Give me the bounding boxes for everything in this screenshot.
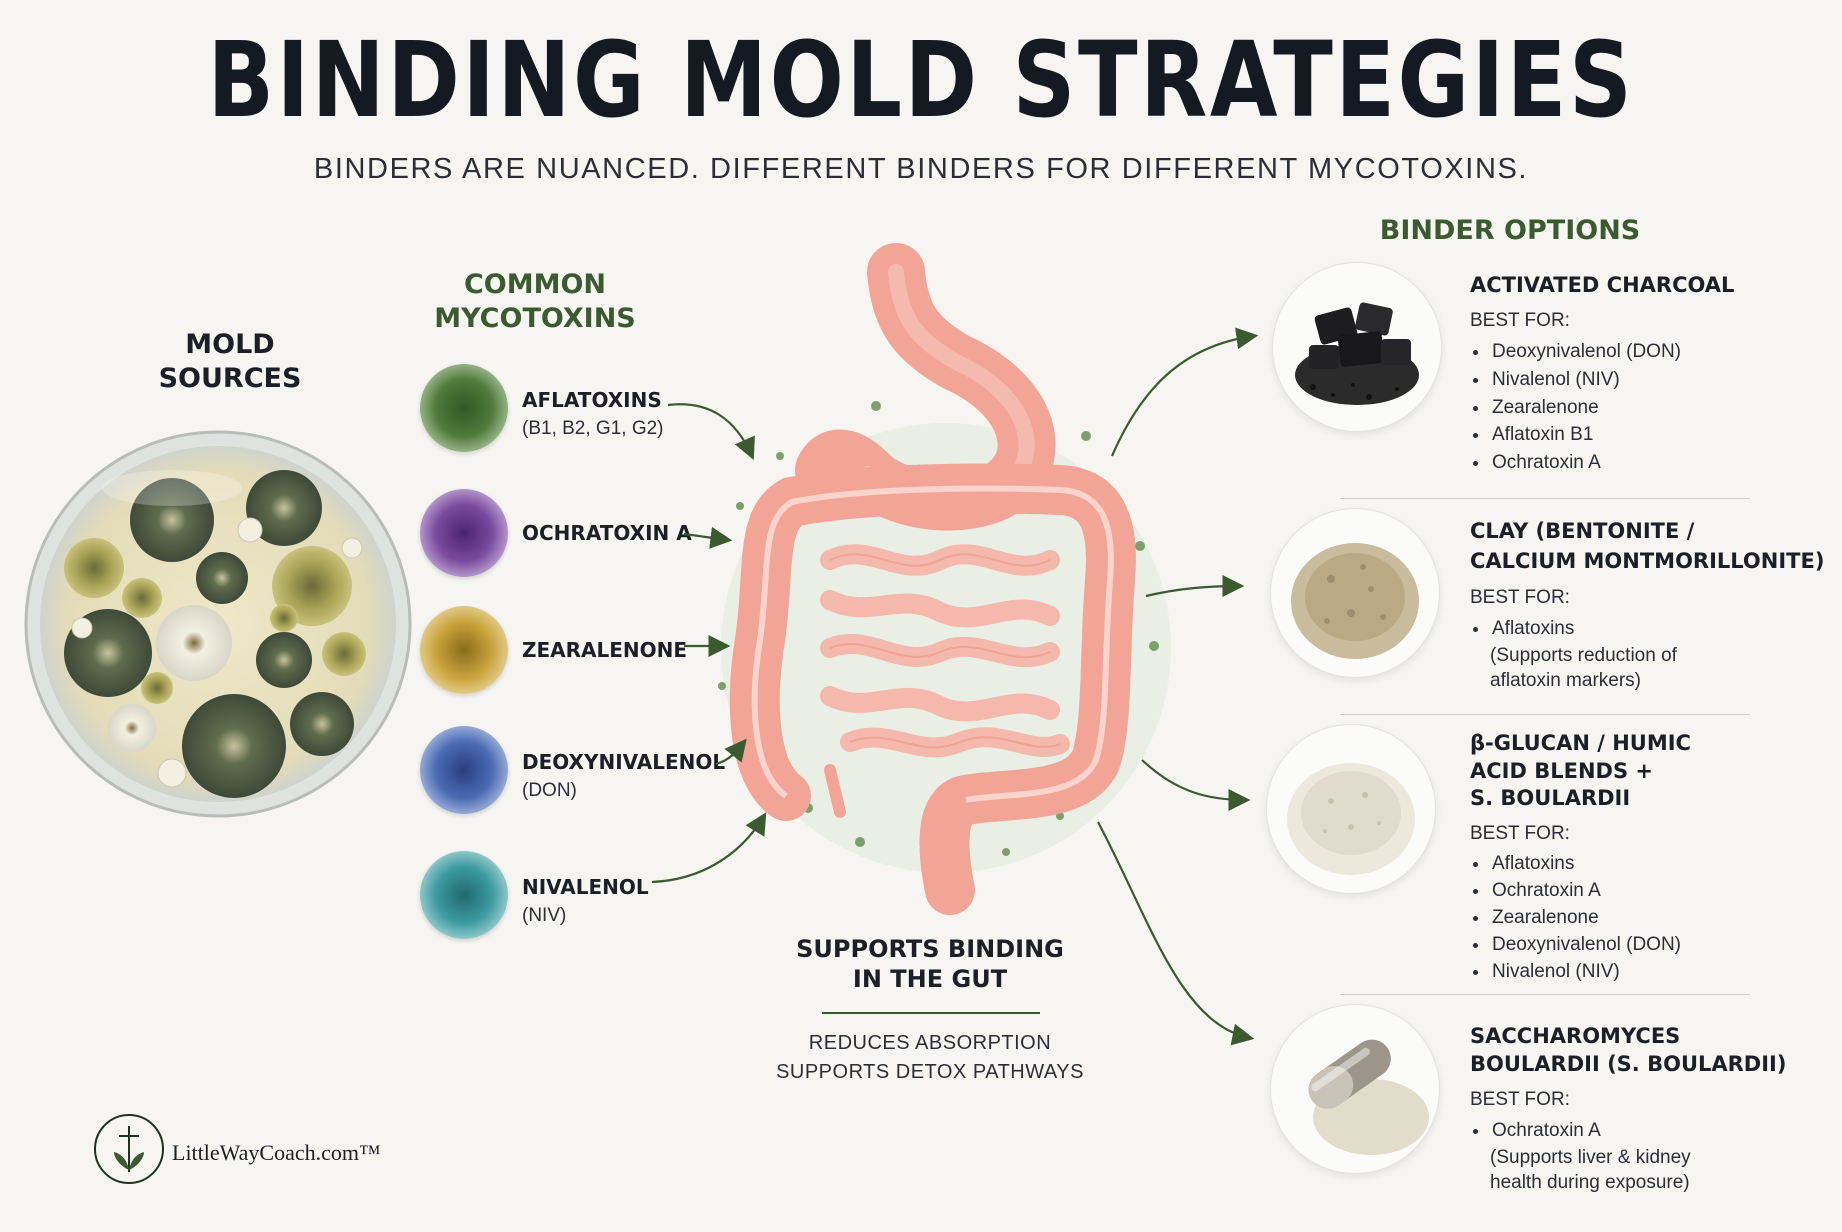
beta-glucan-image xyxy=(1266,724,1436,894)
outgoing-arrows xyxy=(1097,327,1259,1046)
best-for-item: Deoxynivalenol (DON) xyxy=(1490,932,1830,959)
best-for-label: BEST FOR: xyxy=(1470,310,1570,332)
binder-options-heading: BINDER OPTIONS xyxy=(1379,215,1641,246)
charcoal-image xyxy=(1272,262,1442,432)
binder-beta-glucan: β-GLUCAN / HUMIC ACID BLENDS + S. BOULAR… xyxy=(1470,730,1830,986)
ochratoxin-icon xyxy=(420,489,508,577)
binder-name: β-GLUCAN / HUMIC xyxy=(1470,731,1691,755)
binder-divider xyxy=(1340,714,1750,715)
binder-divider xyxy=(1340,994,1750,995)
incoming-arrows xyxy=(651,403,767,884)
best-for-item: Deoxynivalenol (DON) xyxy=(1490,338,1830,366)
toxin-name: DEOXYNIVALENOL xyxy=(522,750,726,774)
toxin-name: OCHRATOXIN A xyxy=(522,521,692,545)
gut-benefit-line2: SUPPORTS DETOX PATHWAYS xyxy=(776,1061,1084,1083)
mycotoxins-heading-line1: COMMON xyxy=(463,269,607,300)
best-for-label: BEST FOR: xyxy=(1470,823,1570,845)
toxin-sub: (B1, B2, G1, G2) xyxy=(522,418,664,439)
binder-s-boulardii: SACCHAROMYCES BOULARDII (S. BOULARDII) B… xyxy=(1470,1022,1830,1196)
best-for-list: Deoxynivalenol (DON) Nivalenol (NIV) Zea… xyxy=(1470,338,1830,476)
deoxynivalenol-icon xyxy=(420,726,508,814)
binder-activated-charcoal: ACTIVATED CHARCOAL BEST FOR: Deoxynivale… xyxy=(1470,270,1830,476)
gut-caption-line2: IN THE GUT xyxy=(852,965,1008,993)
binder-name: ACTIVATED CHARCOAL xyxy=(1470,273,1735,297)
nivalenol-icon xyxy=(420,851,508,939)
brand-name: LittleWayCoach.com™ xyxy=(172,1140,381,1165)
best-for-item: Aflatoxins xyxy=(1490,851,1830,878)
best-for-label: BEST FOR: xyxy=(1470,1088,1570,1110)
binder-name: ACID BLENDS + xyxy=(1470,758,1653,783)
best-for-list: Ochratoxin A xyxy=(1470,1117,1830,1145)
gut-caption: SUPPORTS BINDING IN THE GUT xyxy=(770,934,1090,994)
best-for-item: Zearalenone xyxy=(1490,905,1830,932)
best-for-list: Aflatoxins xyxy=(1470,615,1830,643)
particle-dots xyxy=(718,401,1159,856)
best-for-item: Ochratoxin A xyxy=(1490,1117,1830,1145)
toxin-sub: (DON) xyxy=(522,780,577,801)
best-for-list: Aflatoxins Ochratoxin A Zearalenone Deox… xyxy=(1470,851,1830,986)
clay-image xyxy=(1270,508,1440,678)
binder-clay: CLAY (BENTONITE / CALCIUM MONTMORILLONIT… xyxy=(1470,516,1830,694)
best-for-item: Ochratoxin A xyxy=(1490,878,1830,905)
s-boulardii-image xyxy=(1270,1004,1440,1174)
mold-sources-heading: MOLD SOURCES xyxy=(125,328,335,396)
binder-note: (Supports liver & kidney health during e… xyxy=(1490,1147,1691,1193)
binder-name: CALCIUM MONTMORILLONITE) xyxy=(1470,549,1825,574)
best-for-label: BEST FOR: xyxy=(1470,586,1570,608)
best-for-item: Aflatoxins xyxy=(1490,615,1830,643)
gut-caption-divider xyxy=(822,1012,1040,1014)
mycotoxins-heading: COMMON MYCOTOXINS xyxy=(405,268,665,336)
gut-benefit-line1: REDUCES ABSORPTION xyxy=(808,1032,1052,1054)
aflatoxins-icon xyxy=(420,364,508,452)
best-for-item: Nivalenol (NIV) xyxy=(1490,366,1830,394)
binder-name: S. BOULARDII xyxy=(1470,786,1631,811)
best-for-item: Ochratoxin A xyxy=(1490,449,1830,477)
toxin-name: ZEARALENONE xyxy=(522,638,688,662)
gut-benefits: REDUCES ABSORPTION SUPPORTS DETOX PATHWA… xyxy=(740,1032,1120,1084)
binder-name: CLAY (BENTONITE / xyxy=(1470,519,1695,543)
binder-divider xyxy=(1340,498,1750,499)
toxin-name: AFLATOXINS xyxy=(522,388,662,412)
brand-logo-icon xyxy=(94,1114,164,1184)
page-title: BINDING MOLD STRATEGIES xyxy=(207,19,1635,141)
toxin-sub: (NIV) xyxy=(522,905,567,926)
page-subtitle: BINDERS ARE NUANCED. DIFFERENT BINDERS F… xyxy=(313,153,1529,185)
mycotoxins-heading-line2: MYCOTOXINS xyxy=(434,302,636,334)
toxin-name: NIVALENOL xyxy=(522,875,649,899)
mold-sources-heading-line2: SOURCES xyxy=(158,362,302,394)
petri-dish-image xyxy=(24,430,412,818)
binder-note: (Supports reduction of aflatoxin markers… xyxy=(1490,645,1677,692)
binder-name: BOULARDII (S. BOULARDII) xyxy=(1470,1052,1787,1077)
best-for-item: Aflatoxin B1 xyxy=(1490,421,1830,449)
gut-caption-line1: SUPPORTS BINDING xyxy=(796,935,1064,963)
best-for-item: Zearalenone xyxy=(1490,394,1830,422)
best-for-item: Nivalenol (NIV) xyxy=(1490,959,1830,986)
binder-name: SACCHAROMYCES xyxy=(1470,1024,1681,1048)
mold-sources-heading-line1: MOLD xyxy=(185,329,275,360)
zearalenone-icon xyxy=(420,606,508,694)
